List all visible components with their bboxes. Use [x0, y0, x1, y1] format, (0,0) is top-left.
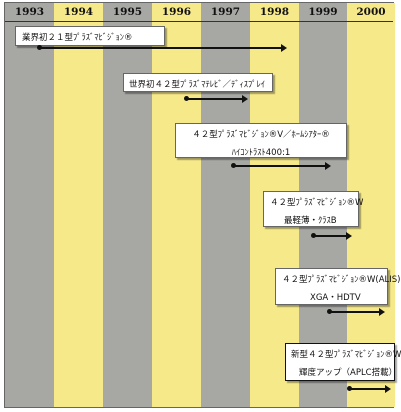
milestone-2-arrow: [187, 94, 248, 103]
year-label-1999: 1999: [308, 6, 338, 18]
milestone-box-3: ４２型ﾌﾟﾗｽﾞﾏﾋﾞｼﾞｮﾝ®V／ﾎｰﾑｼｱﾀｰ® ﾊｲｺﾝﾄﾗｽﾄ400:1: [175, 123, 347, 158]
column-1994: [54, 3, 103, 407]
milestone-4-line-1: ４２型ﾌﾟﾗｽﾞﾏﾋﾞｼﾞｮﾝ®W: [270, 198, 364, 208]
year-label-1997: 1997: [210, 6, 241, 18]
year-label-1995: 1995: [112, 6, 143, 18]
column-1995: [103, 3, 152, 407]
milestone-2-line-1: 世界初４２型ﾌﾟﾗｽﾞﾏﾃﾚﾋﾞ／ﾃﾞｨｽﾌﾟﾚｲ: [129, 80, 266, 90]
milestone-2-start-dot: [184, 96, 189, 101]
milestone-3-line-1: ４２型ﾌﾟﾗｽﾞﾏﾋﾞｼﾞｮﾝ®V／ﾎｰﾑｼｱﾀｰ®: [192, 130, 330, 140]
milestone-5-line-1: ４２型ﾌﾟﾗｽﾞﾏﾋﾞｼﾞｮﾝ®W(ALIS): [282, 275, 401, 285]
milestone-6-line-1: 新型４２型ﾌﾟﾗｽﾞﾏﾋﾞｼﾞｮﾝ®W: [291, 350, 401, 360]
milestone-3-start-dot: [231, 163, 236, 168]
milestone-box-4: ４２型ﾌﾟﾗｽﾞﾏﾋﾞｼﾞｮﾝ®W 最軽薄・ｸﾗｽB: [263, 191, 364, 227]
timeline-frame: 1993 1994 1995 1996 1997 1998 1999 2000 …: [4, 2, 401, 408]
year-label-1994: 1994: [63, 6, 94, 18]
year-label-1998: 1998: [259, 6, 290, 18]
column-1993: [5, 3, 54, 407]
milestone-box-6: 新型４２型ﾌﾟﾗｽﾞﾏﾋﾞｼﾞｮﾝ®W 輝度アップ（APLC搭載）: [285, 343, 401, 381]
column-1996: [152, 3, 201, 407]
milestone-4-arrow: [314, 231, 352, 240]
milestone-box-2: 世界初４２型ﾌﾟﾗｽﾞﾏﾃﾚﾋﾞ／ﾃﾞｨｽﾌﾟﾚｲ: [123, 73, 273, 92]
milestone-3-arrow: [234, 161, 331, 170]
milestone-5-arrow: [330, 307, 385, 316]
header-divider: [5, 21, 393, 22]
milestone-1-start-dot: [37, 45, 42, 50]
milestone-5-line-2: XGA・HDTV: [310, 293, 361, 303]
milestone-4-line-2: 最軽薄・ｸﾗｽB: [284, 216, 337, 226]
milestone-box-1: 業界初２１型ﾌﾟﾗｽﾞﾏﾋﾞｼﾞｮﾝ®: [15, 26, 165, 46]
milestone-box-5: ４２型ﾌﾟﾗｽﾞﾏﾋﾞｼﾞｮﾝ®W(ALIS) XGA・HDTV: [275, 268, 401, 305]
milestone-4-start-dot: [311, 233, 316, 238]
milestone-6-arrow: [350, 384, 391, 393]
milestone-5-start-dot: [327, 309, 332, 314]
year-label-2000: 2000: [356, 6, 386, 18]
milestone-1-arrow: [40, 43, 287, 52]
milestone-6-line-2: 輝度アップ（APLC搭載）: [299, 368, 398, 378]
milestone-3-line-2: ﾊｲｺﾝﾄﾗｽﾄ400:1: [231, 148, 291, 158]
milestone-1-line-1: 業界初２１型ﾌﾟﾗｽﾞﾏﾋﾞｼﾞｮﾝ®: [22, 33, 133, 43]
milestone-6-start-dot: [347, 386, 352, 391]
year-label-1996: 1996: [161, 6, 192, 18]
column-1997: [201, 3, 250, 407]
year-label-1993: 1993: [14, 6, 45, 18]
